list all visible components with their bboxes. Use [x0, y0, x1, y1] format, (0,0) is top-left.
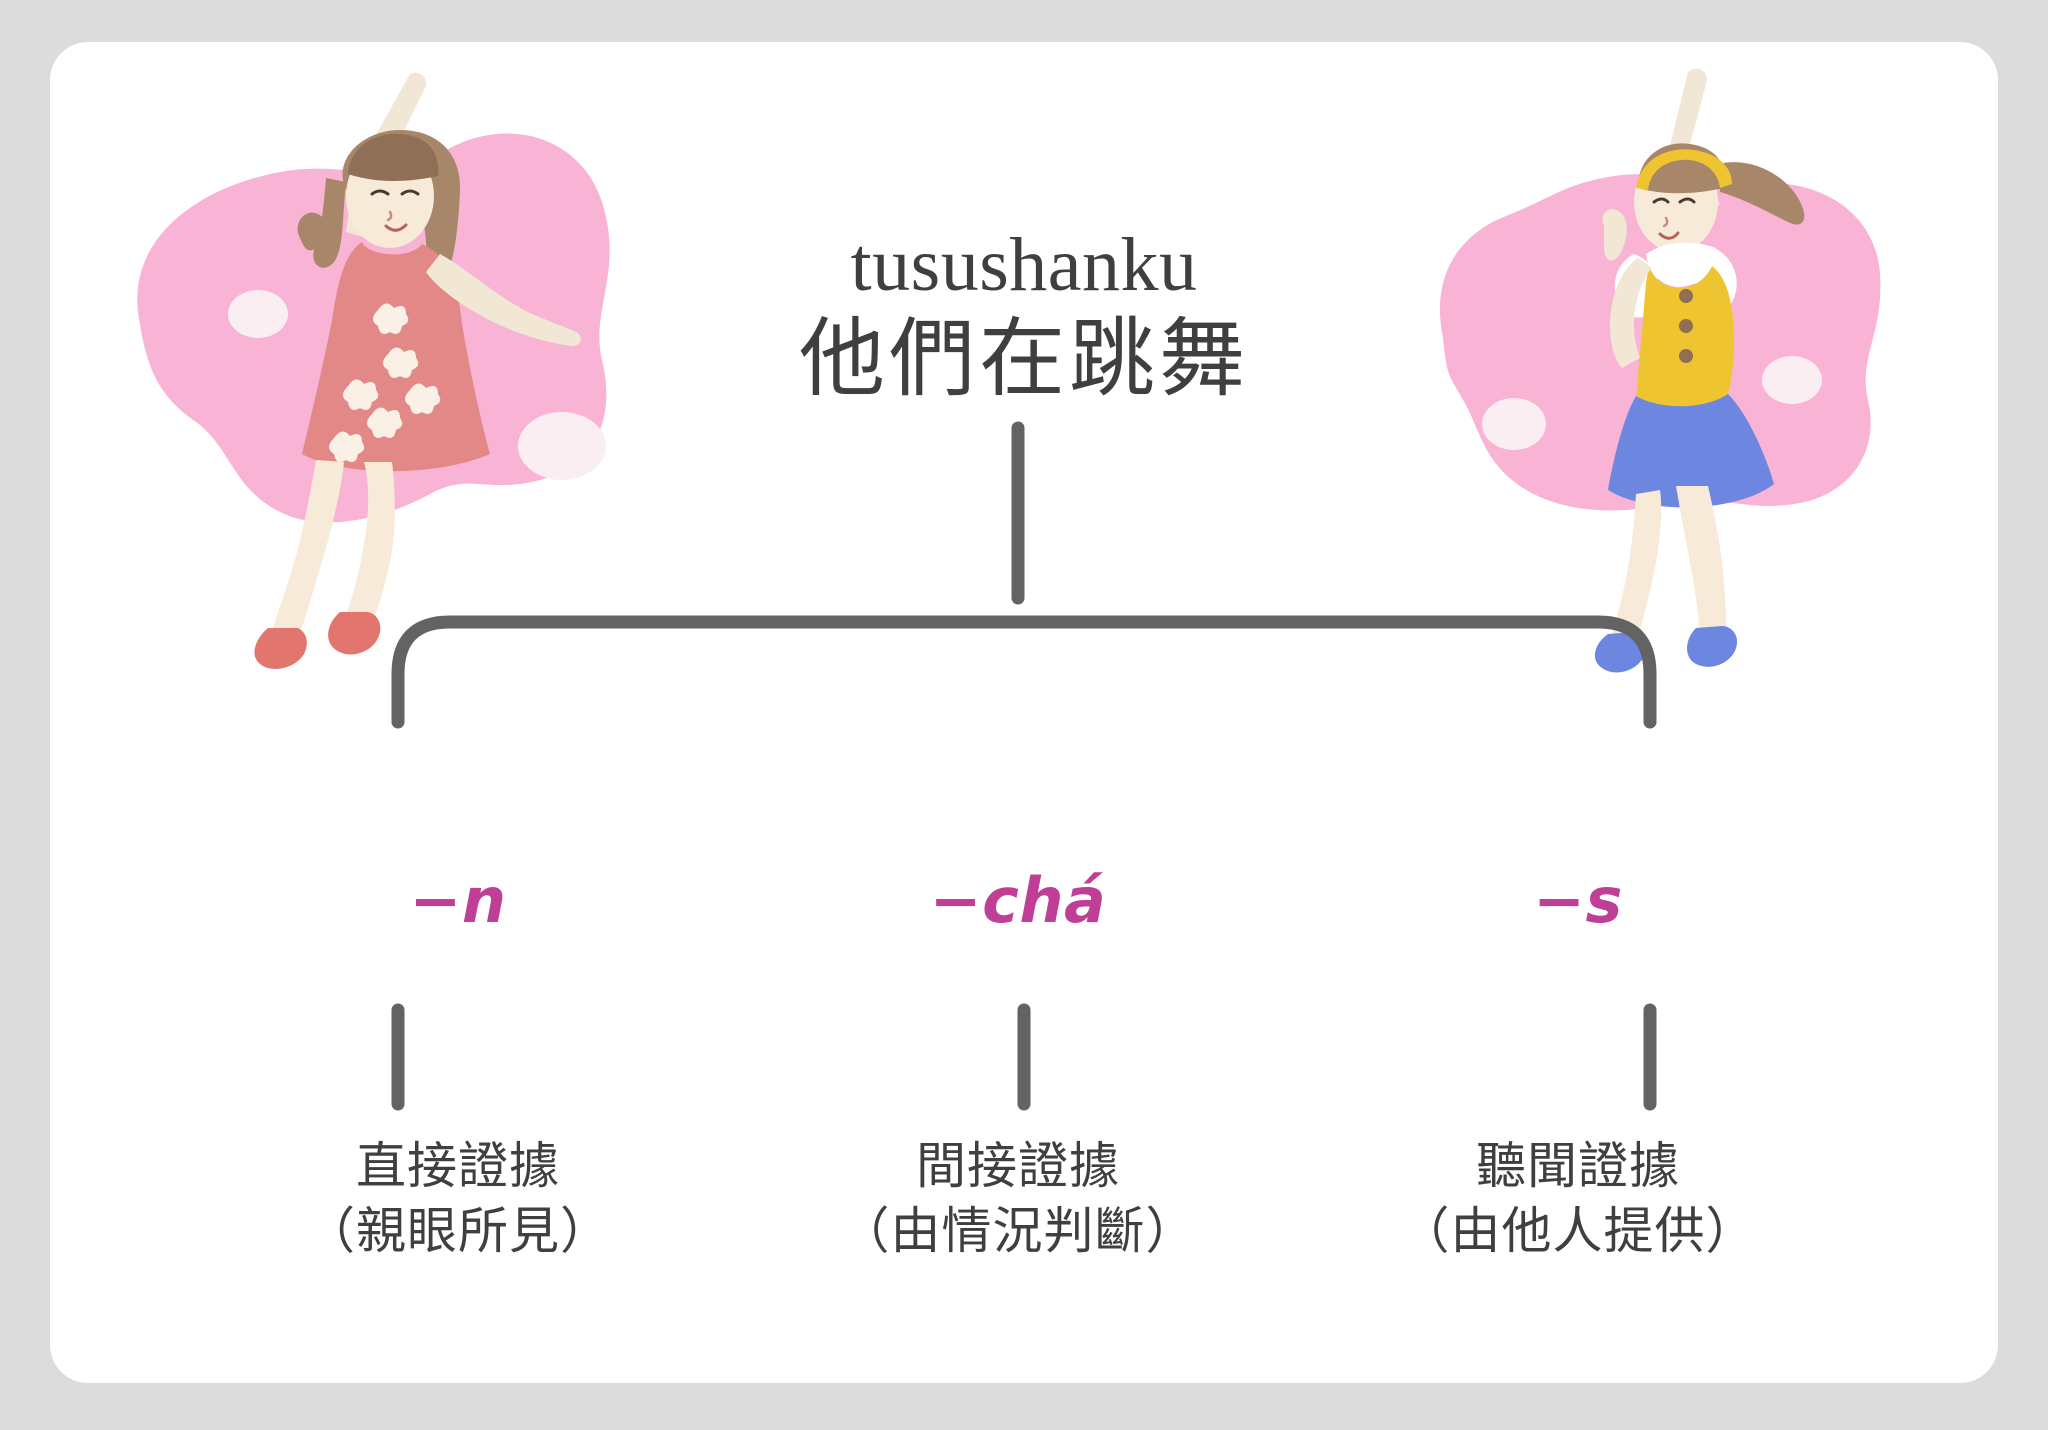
- dancing-girl-pink-dress-illustration: [110, 42, 670, 702]
- eye-left: [1652, 197, 1670, 204]
- blob-highlight-large: [518, 412, 606, 480]
- ponytail: [1718, 162, 1805, 225]
- evidence-heading: 間接證據: [916, 1137, 1120, 1195]
- content-card: tusushanku 他們在跳舞 −n −chá −s 直接證據 （親眼所見）: [50, 42, 1998, 1383]
- suffix-label-inferential: −chá: [929, 864, 1107, 937]
- nose: [1662, 216, 1669, 228]
- shoe-left: [254, 628, 307, 669]
- eye-left: [370, 189, 390, 196]
- shoe-right: [328, 612, 381, 655]
- shoe-right: [1687, 626, 1738, 667]
- blob-highlight-left: [1482, 398, 1546, 450]
- hair-side: [313, 178, 346, 268]
- button-top: [1679, 289, 1693, 303]
- title-block: tusushanku 他們在跳舞: [574, 223, 1474, 409]
- dress-flowers: [329, 303, 441, 462]
- blue-skirt: [1608, 394, 1774, 508]
- evidence-subtext: （由情況判斷）: [839, 1202, 1197, 1260]
- mouth: [1658, 231, 1680, 240]
- suffix-label-hearsay: −s: [1533, 864, 1623, 937]
- mouth: [384, 223, 408, 232]
- blob-highlight-right: [1762, 356, 1822, 404]
- collar: [1646, 242, 1716, 287]
- yellow-top: [1636, 266, 1734, 411]
- evidence-subtext: （親眼所見）: [305, 1202, 611, 1260]
- eye-right: [400, 189, 420, 196]
- evidence-description-hearsay: 聽聞證據 （由他人提供）: [1348, 1134, 1808, 1264]
- fringe: [348, 133, 439, 181]
- romanization-title: tusushanku: [850, 223, 1198, 307]
- evidence-heading: 聽聞證據: [1476, 1137, 1680, 1195]
- dancing-girl-blue-skirt-illustration: [1398, 42, 1958, 702]
- button-middle: [1679, 319, 1693, 333]
- suffix-label-direct: −n: [409, 864, 507, 937]
- evidence-description-direct: 直接證據 （親眼所見）: [228, 1134, 688, 1264]
- leg-right: [346, 462, 395, 622]
- evidence-heading: 直接證據: [356, 1137, 560, 1195]
- hanzi-title: 他們在跳舞: [799, 308, 1249, 409]
- evidence-subtext: （由他人提供）: [1399, 1202, 1757, 1260]
- headband: [1636, 149, 1732, 190]
- eye-right: [1678, 197, 1696, 204]
- nose: [386, 210, 393, 222]
- leg-left: [1612, 490, 1662, 646]
- right-arm: [426, 254, 581, 346]
- shoe-left: [1594, 632, 1646, 673]
- evidence-description-inferential: 間接證據 （由情況判斷）: [788, 1134, 1248, 1264]
- blob-highlight-small: [228, 290, 288, 338]
- leg-left: [272, 460, 344, 640]
- bent-arm: [1610, 258, 1652, 368]
- hand-raised: [1602, 209, 1627, 261]
- leg-right: [1676, 486, 1726, 634]
- button-bottom: [1679, 349, 1693, 363]
